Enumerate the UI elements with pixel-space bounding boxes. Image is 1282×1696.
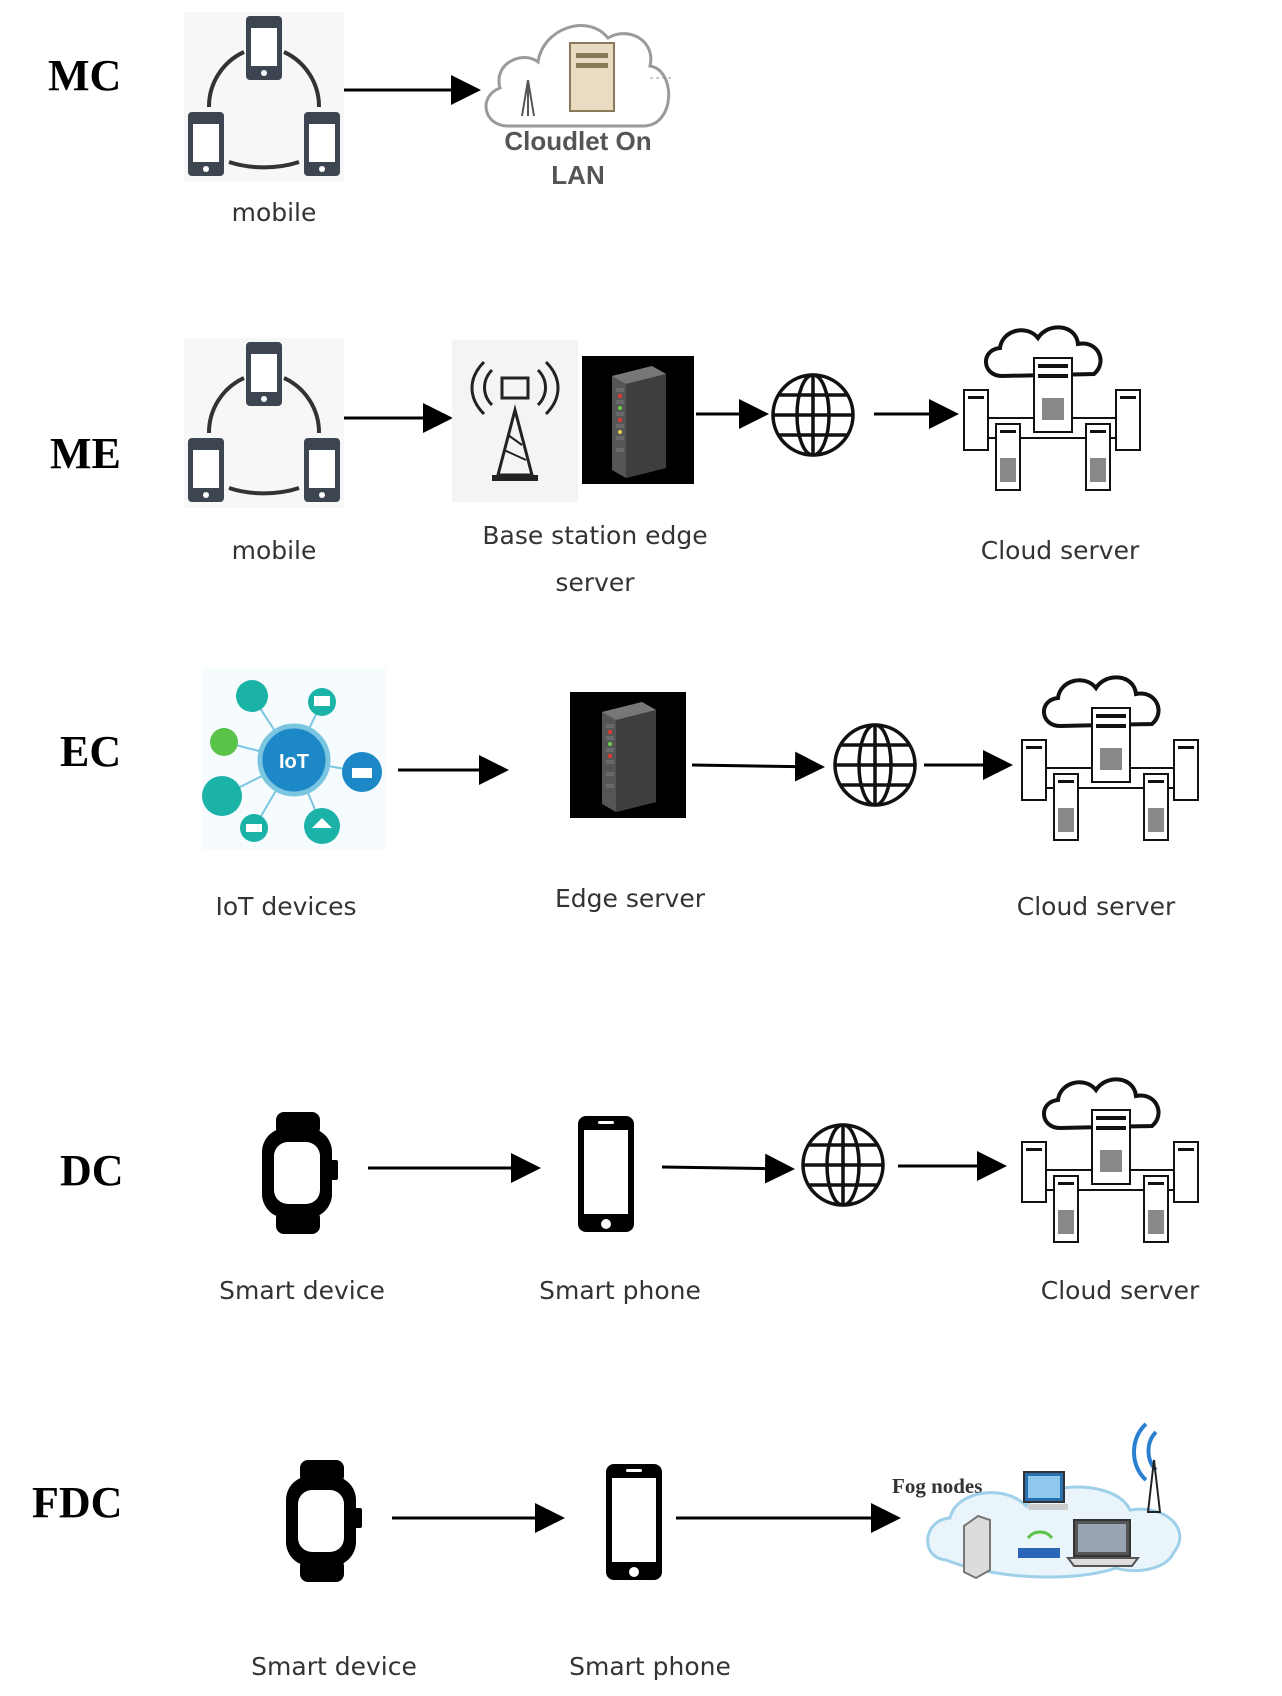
- edge-server-rack-icon: [582, 356, 694, 484]
- globe-icon: [832, 722, 918, 808]
- fog-nodes-caption: Fog nodes: [892, 1474, 983, 1498]
- cloud-server-icon: [962, 318, 1144, 500]
- cloud-server-icon: [1020, 1070, 1202, 1252]
- me-mobile-caption: mobile: [231, 536, 317, 565]
- fdc-smart-phone-caption: Smart phone: [569, 1652, 731, 1681]
- fdc-smart-device-caption: Smart device: [251, 1652, 417, 1681]
- dc-smart-phone-caption: Smart phone: [539, 1276, 701, 1305]
- dc-cloud-caption: Cloud server: [1040, 1276, 1200, 1305]
- me-cloud-caption: Cloud server: [980, 536, 1140, 565]
- iot-devices-caption: IoT devices: [215, 892, 357, 921]
- cloudlet-caption: Cloudlet On LAN: [504, 126, 652, 190]
- globe-icon: [770, 372, 856, 458]
- smartphone-icon: [604, 1462, 664, 1582]
- row-label-mc: MC: [48, 51, 122, 100]
- globe-icon: [800, 1122, 886, 1208]
- cloud-server-icon: [1020, 668, 1202, 850]
- mc-mobile-caption: mobile: [231, 198, 317, 227]
- arrow-dc-2: [661, 1153, 795, 1184]
- fog-nodes-icon: [916, 1420, 1196, 1584]
- cloudlet-icon: [478, 8, 678, 133]
- base-station-icon: [452, 340, 578, 502]
- dc-smart-device-caption: Smart device: [219, 1276, 385, 1305]
- base-station-caption: Base station edge server: [482, 521, 708, 597]
- smartwatch-icon: [282, 1460, 364, 1582]
- row-label-dc: DC: [60, 1146, 124, 1195]
- edge-server-rack-icon: [570, 692, 686, 818]
- row-label-ec: EC: [60, 727, 122, 776]
- smartphone-icon: [576, 1114, 636, 1234]
- ec-cloud-caption: Cloud server: [1016, 892, 1176, 921]
- smartwatch-icon: [258, 1112, 340, 1234]
- arrow-ec-2: [691, 751, 825, 782]
- edge-server-caption: Edge server: [555, 884, 705, 913]
- mobile-cluster-icon: [184, 12, 344, 182]
- row-label-fdc: FDC: [32, 1478, 123, 1527]
- iot-hub-label: IoT: [279, 751, 309, 773]
- mobile-cluster-icon: [184, 338, 344, 508]
- iot-hub-icon: IoT: [202, 668, 386, 850]
- row-label-me: ME: [50, 429, 121, 478]
